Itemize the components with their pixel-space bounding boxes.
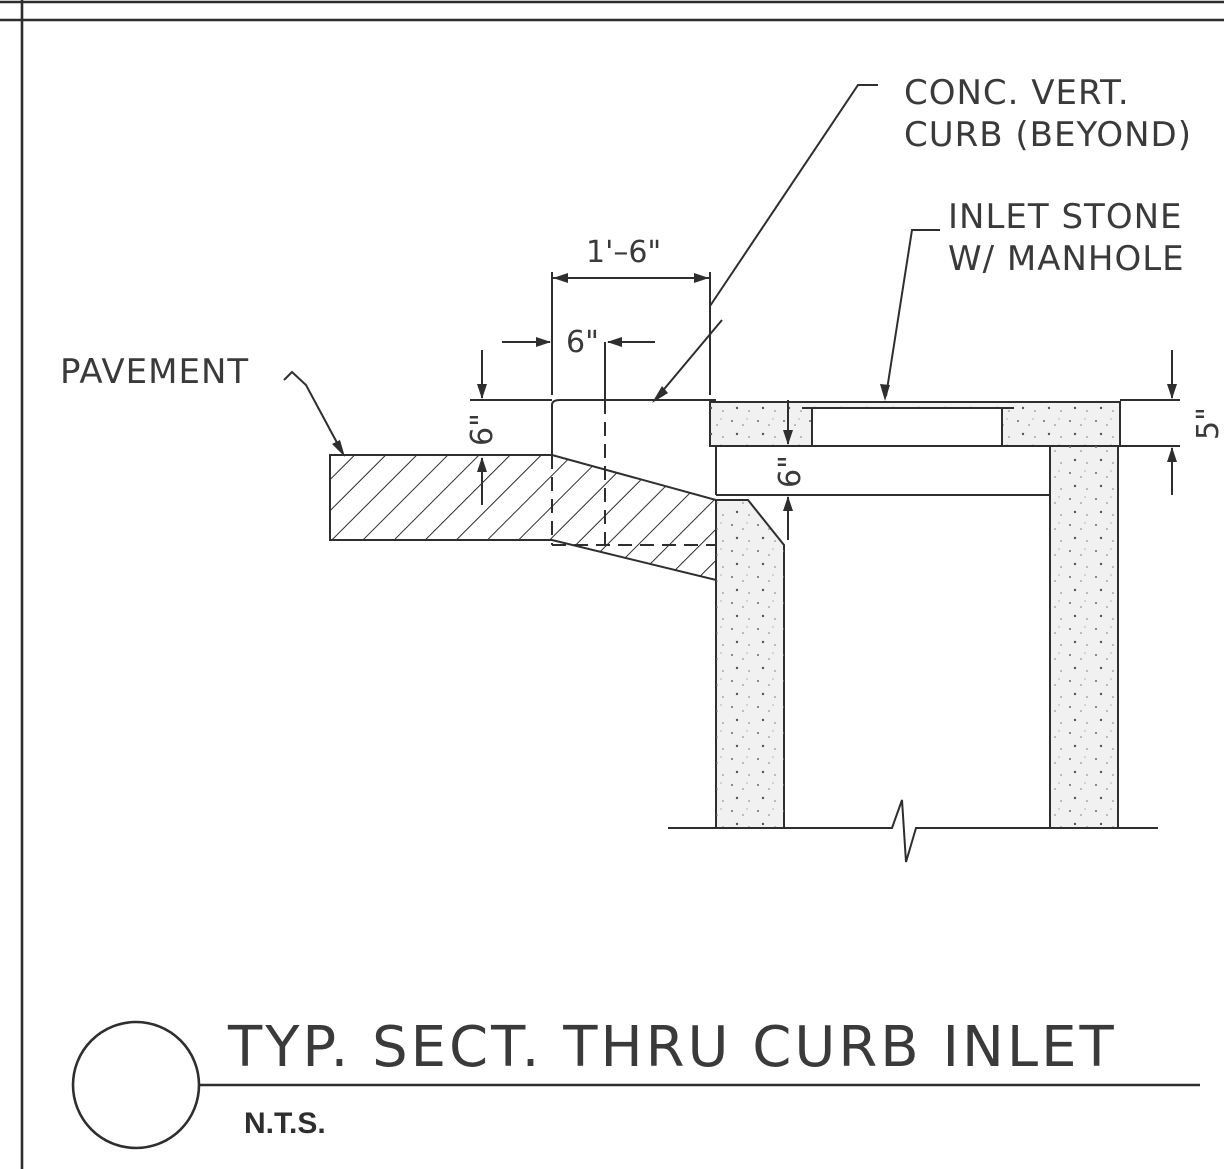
dim-overall-width: 1'–6" xyxy=(586,235,661,270)
pavement-section xyxy=(329,454,717,582)
callout-curb-line2: CURB (BEYOND) xyxy=(904,115,1192,155)
dim-curb-height: 6" xyxy=(465,413,500,446)
leader-lines xyxy=(283,84,940,457)
dim-stone-thickness: 5" xyxy=(1191,407,1224,440)
detail-bubble xyxy=(71,1020,201,1150)
detail-scale: N.T.S. xyxy=(244,1107,326,1140)
curb-beyond xyxy=(551,399,716,546)
callout-pavement: PAVEMENT xyxy=(60,352,249,392)
dimension-lines xyxy=(470,272,1180,540)
break-line xyxy=(668,799,1158,863)
dim-stone-drop: 6" xyxy=(773,455,808,488)
inlet-left-wall xyxy=(715,499,785,829)
detail-title: TYP. SECT. THRU CURB INLET xyxy=(227,1015,1117,1080)
callout-inlet-line2: W/ MANHOLE xyxy=(948,239,1185,279)
inlet-stone xyxy=(709,401,1121,496)
callout-curb-line1: CONC. VERT. xyxy=(904,73,1130,113)
dim-curb-offset: 6" xyxy=(566,325,599,360)
callout-inlet-line1: INLET STONE xyxy=(948,197,1183,237)
inlet-right-wall xyxy=(1049,445,1119,829)
title-block xyxy=(71,1020,1200,1150)
